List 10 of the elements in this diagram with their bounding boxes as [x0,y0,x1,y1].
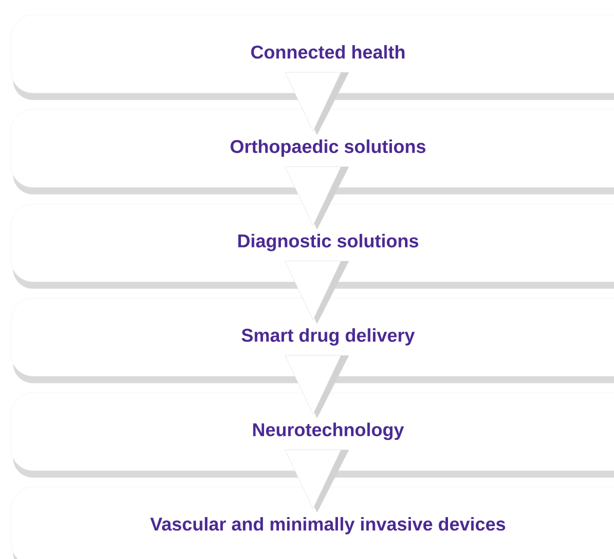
arrow [284,260,349,324]
node-label: Smart drug delivery [242,328,415,346]
node-label: Vascular and minimally invasive devices [150,517,506,534]
arrow [284,355,349,418]
node-label: Connected health [251,45,404,59]
node-label: Neurotechnology [253,422,404,440]
arrow [284,72,349,136]
arrow [284,450,349,513]
arrow [284,166,349,230]
node-label: Orthopaedic solutions [230,139,426,157]
